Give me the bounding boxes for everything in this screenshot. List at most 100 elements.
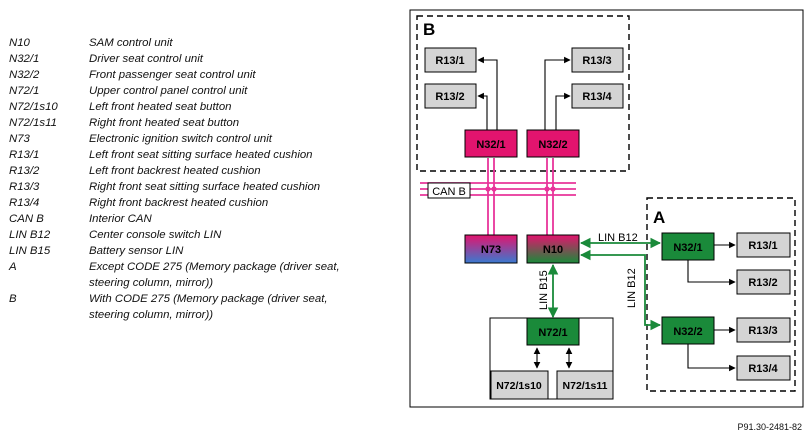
group-b-r13-1-label: R13/1 bbox=[435, 55, 464, 67]
legend-code: N72/1 bbox=[9, 85, 40, 97]
legend-desc: Electronic ignition switch control unit bbox=[89, 133, 272, 145]
legend-code: N32/1 bbox=[9, 53, 40, 65]
figure-reference: P91.30-2481-82 bbox=[737, 422, 802, 432]
legend-desc: Battery sensor LIN bbox=[89, 245, 184, 257]
group-a-r13-1-box bbox=[736, 232, 791, 258]
legend-desc: Right front heated seat button bbox=[89, 117, 240, 129]
group-a-r13-3-box bbox=[736, 317, 791, 343]
group-b-n32-2-label: N32/2 bbox=[538, 139, 567, 151]
legend-code: N72/1s11 bbox=[9, 117, 57, 129]
legend-code: CAN B bbox=[9, 213, 44, 225]
group-b-r13-2-box bbox=[424, 83, 477, 109]
legend-row: N32/2 Front passenger seat control unit bbox=[9, 67, 404, 83]
n72-1s10-label: N72/1s10 bbox=[496, 380, 542, 392]
legend-desc: Interior CAN bbox=[89, 213, 152, 225]
group-a-r13-2-box bbox=[736, 269, 791, 295]
group-a-n32-1-box bbox=[661, 232, 715, 261]
legend-code: R13/3 bbox=[9, 181, 40, 193]
legend-code: N73 bbox=[9, 133, 30, 145]
legend-row: N72/1s10 Left front heated seat button bbox=[9, 99, 404, 115]
legend-row: B With CODE 275 (Memory package (driver s… bbox=[9, 291, 404, 323]
legend-row: R13/4 Right front backrest heated cushion bbox=[9, 195, 404, 211]
group-b-border bbox=[416, 15, 630, 172]
legend-code: LIN B15 bbox=[9, 245, 51, 257]
legend-desc: Front passenger seat control unit bbox=[89, 69, 256, 81]
group-b-r13-4-box bbox=[571, 83, 624, 109]
legend-row: R13/2 Left front backrest heated cushion bbox=[9, 163, 404, 179]
lin-b12-label-1: LIN B12 bbox=[598, 232, 638, 244]
legend-desc: Left front backrest heated cushion bbox=[89, 165, 261, 177]
legend-desc: Left front heated seat button bbox=[89, 101, 232, 113]
can-b-drops bbox=[487, 158, 554, 235]
group-b-label: B bbox=[423, 20, 435, 39]
group-a-arrows bbox=[687, 241, 736, 372]
legend-row: CAN B Interior CAN bbox=[9, 211, 404, 227]
legend-desc: Center console switch LIN bbox=[89, 229, 222, 241]
legend-code: A bbox=[9, 261, 17, 273]
legend-row: N72/1s11 Right front heated seat button bbox=[9, 115, 404, 131]
n10-label: N10 bbox=[543, 244, 563, 256]
legend-code: R13/1 bbox=[9, 149, 40, 161]
group-b-r13-4-label: R13/4 bbox=[582, 91, 612, 103]
legend: N10 SAM control unit N32/1 Driver seat con… bbox=[9, 35, 404, 323]
legend-desc: Left front seat sitting surface heated c… bbox=[89, 149, 313, 161]
can-b-tag bbox=[427, 182, 471, 199]
legend-row: R13/1 Left front seat sitting surface hea… bbox=[9, 147, 404, 163]
legend-row: R13/3 Right front seat sitting surface he… bbox=[9, 179, 404, 195]
n72-1s10-box bbox=[490, 370, 549, 400]
legend-desc: Driver seat control unit bbox=[89, 53, 203, 65]
n72-1-box bbox=[526, 317, 580, 346]
group-a-r13-1-label: R13/1 bbox=[748, 240, 777, 252]
diagram-frame bbox=[409, 9, 804, 408]
legend-code: R13/2 bbox=[9, 165, 40, 177]
n10-box bbox=[526, 234, 580, 264]
legend-code: R13/4 bbox=[9, 197, 40, 209]
group-a-n32-2-label: N32/2 bbox=[673, 326, 702, 338]
legend-row: LIN B12 Center console switch LIN bbox=[9, 227, 404, 243]
n72-1s11-box bbox=[556, 370, 614, 400]
legend-code: LIN B12 bbox=[9, 229, 51, 241]
group-b-n32-2-box bbox=[526, 129, 580, 158]
group-b-arrows bbox=[477, 56, 571, 130]
n72-1-label: N72/1 bbox=[538, 327, 567, 339]
can-b-junctions bbox=[485, 186, 556, 192]
legend-desc: Right front backrest heated cushion bbox=[89, 197, 269, 209]
n73-label: N73 bbox=[481, 244, 501, 256]
legend-row: N72/1 Upper control panel control unit bbox=[9, 83, 404, 99]
n72-switch-arrows bbox=[533, 347, 573, 369]
group-a-r13-3-label: R13/3 bbox=[748, 325, 777, 337]
lin-b15-label: LIN B15 bbox=[538, 270, 550, 310]
can-b-label: CAN B bbox=[432, 186, 466, 198]
group-b-r13-3-box bbox=[571, 47, 624, 73]
group-a-r13-4-box bbox=[736, 355, 791, 381]
group-b-r13-3-label: R13/3 bbox=[582, 55, 611, 67]
legend-row: A Except CODE 275 (Memory package (driver… bbox=[9, 259, 404, 291]
legend-row: N10 SAM control unit bbox=[9, 35, 404, 51]
legend-row: N73 Electronic ignition switch control un… bbox=[9, 131, 404, 147]
lin-b12-lines bbox=[579, 237, 662, 331]
group-b-r13-2-label: R13/2 bbox=[435, 91, 464, 103]
legend-code: N10 bbox=[9, 37, 30, 49]
legend-desc: With CODE 275 (Memory package (driver se… bbox=[89, 293, 328, 321]
group-a-label: A bbox=[653, 208, 665, 227]
legend-desc: SAM control unit bbox=[89, 37, 173, 49]
lin-b12-label-2: LIN B12 bbox=[626, 268, 638, 308]
legend-code: N72/1s10 bbox=[9, 101, 58, 113]
n72-1s11-label: N72/1s11 bbox=[563, 380, 608, 392]
group-b-n32-1-box bbox=[464, 129, 518, 158]
legend-code: B bbox=[9, 293, 17, 305]
legend-code: N32/2 bbox=[9, 69, 40, 81]
legend-desc: Right front seat sitting surface heated … bbox=[89, 181, 321, 193]
legend-row: N32/1 Driver seat control unit bbox=[9, 51, 404, 67]
legend-desc: Upper control panel control unit bbox=[89, 85, 248, 97]
group-a-n32-2-box bbox=[661, 316, 715, 345]
group-b-r13-1-box bbox=[424, 47, 477, 73]
group-b-n32-1-label: N32/1 bbox=[476, 139, 505, 151]
group-a-r13-2-label: R13/2 bbox=[748, 277, 777, 289]
legend-desc: Except CODE 275 (Memory package (driver … bbox=[89, 261, 340, 289]
group-a-r13-4-label: R13/4 bbox=[748, 363, 778, 375]
group-a-n32-1-label: N32/1 bbox=[673, 242, 702, 254]
n73-box bbox=[464, 234, 518, 264]
legend-row: LIN B15 Battery sensor LIN bbox=[9, 243, 404, 259]
